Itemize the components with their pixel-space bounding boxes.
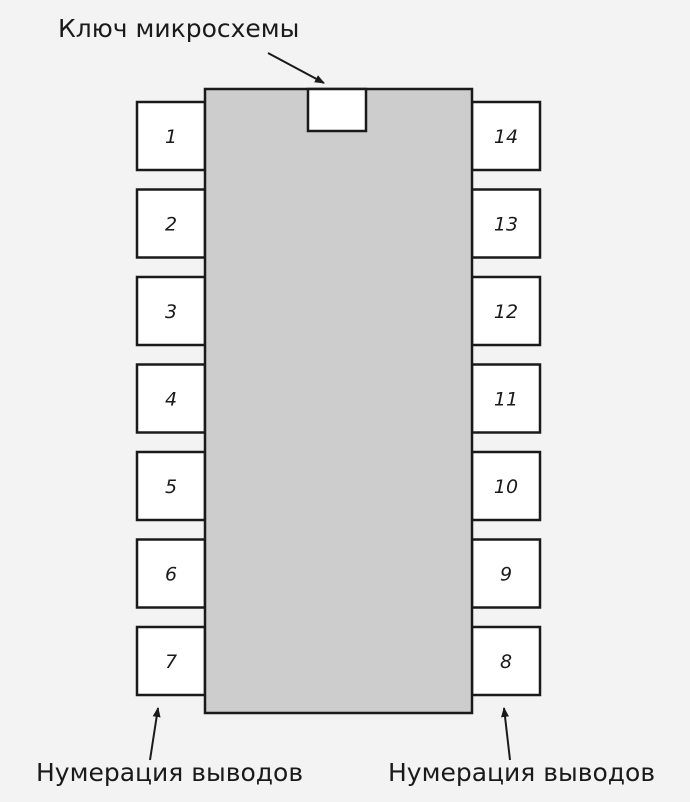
pin-14: 14 <box>470 100 542 172</box>
pin-number: 14 <box>494 126 518 148</box>
pin-number: 8 <box>500 651 512 673</box>
pin-8: 8 <box>470 625 542 697</box>
chip-body <box>203 87 474 715</box>
pin-numbering-arrow-left <box>149 707 161 761</box>
pin-box <box>135 625 207 697</box>
pin-box <box>470 275 542 347</box>
pin-13: 13 <box>470 188 542 259</box>
pin-11: 11 <box>470 363 542 434</box>
pin-10: 10 <box>470 450 542 522</box>
pin-number: 6 <box>165 564 177 586</box>
pin-box <box>470 625 542 697</box>
pin-numbering-label-right: Нумерация выводов <box>388 758 655 787</box>
pin-1: 1 <box>135 100 207 172</box>
pin-6: 6 <box>135 538 207 609</box>
pin-box <box>135 450 207 522</box>
pin-number: 12 <box>494 301 518 323</box>
pin-5: 5 <box>135 450 207 522</box>
pin-box <box>135 275 207 347</box>
pin-number: 1 <box>165 126 177 148</box>
pin-number: 2 <box>165 214 177 236</box>
pin-numbering-label-left: Нумерация выводов <box>36 758 303 787</box>
pin-12: 12 <box>470 275 542 347</box>
pin-number: 4 <box>165 389 177 411</box>
pin-box <box>470 188 542 259</box>
pin-4: 4 <box>135 363 207 434</box>
pin-number: 5 <box>165 476 177 498</box>
pin-2: 2 <box>135 188 207 259</box>
pin-number: 7 <box>165 651 177 673</box>
pin-7: 7 <box>135 625 207 697</box>
pin-number: 11 <box>494 389 518 411</box>
key-label: Ключ микросхемы <box>58 14 299 43</box>
pin-9: 9 <box>470 538 542 609</box>
pin-number: 9 <box>500 564 512 586</box>
chip-key-notch <box>306 87 368 133</box>
pin-number: 3 <box>165 301 177 323</box>
pin-3: 3 <box>135 275 207 347</box>
pin-box <box>135 188 207 259</box>
pin-numbering-arrow-right <box>501 707 511 761</box>
pin-box <box>470 538 542 609</box>
pin-box <box>135 100 207 172</box>
key-arrow <box>267 52 325 84</box>
pin-box <box>470 450 542 522</box>
pin-number: 10 <box>494 476 518 498</box>
pin-number: 13 <box>494 214 518 236</box>
